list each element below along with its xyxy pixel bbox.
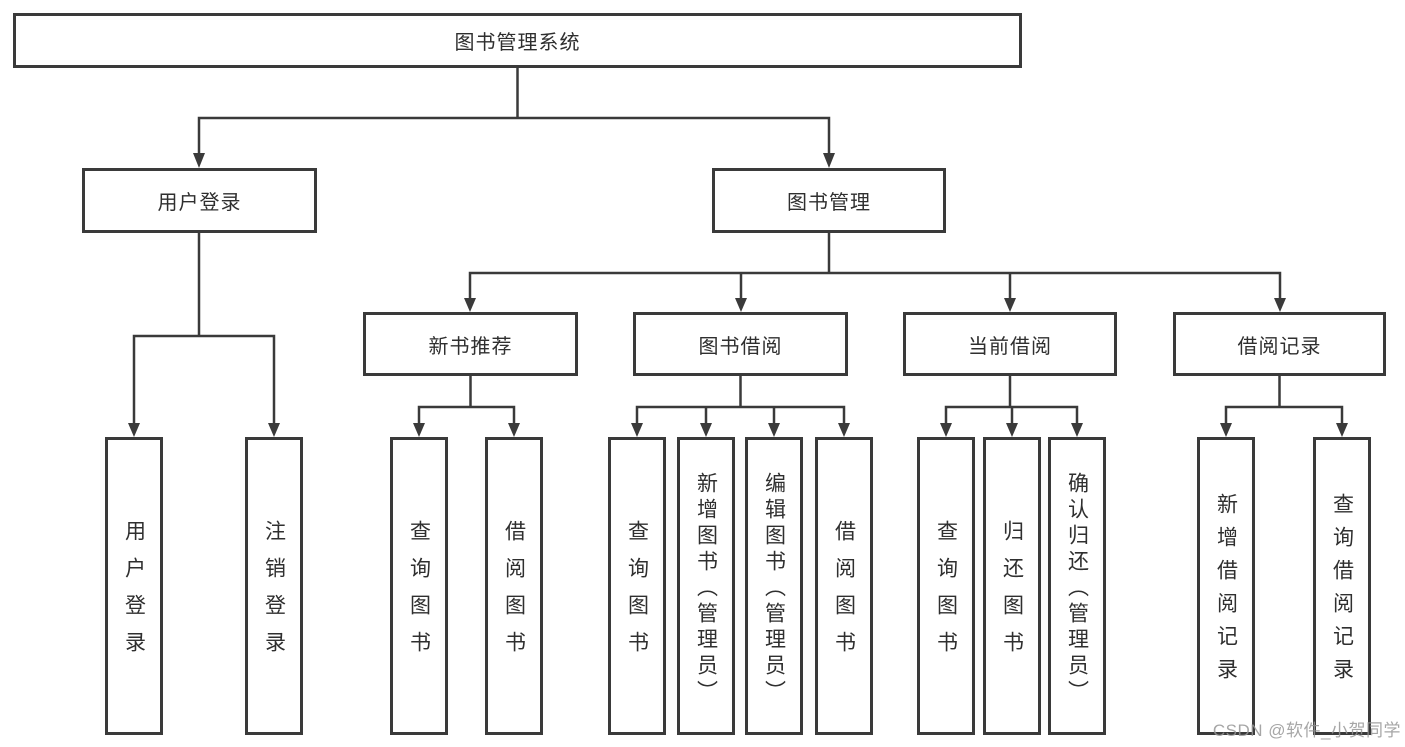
node-borrow-records: 借阅记录 — [1173, 312, 1386, 376]
node-new-book-recommend: 新书推荐 — [363, 312, 578, 376]
connector-user-login-to-leaves — [128, 233, 280, 437]
node-user-login: 用户登录 — [82, 168, 317, 233]
node-label: 图书管理 — [787, 192, 871, 214]
node-label: 确认归还（管理员） — [1065, 471, 1089, 706]
node-label: 编辑图书（管理员） — [762, 471, 786, 706]
node-label: 查询图书 — [407, 520, 431, 668]
connector-book-management-to-level3 — [464, 233, 1286, 312]
connector-root-to-level2 — [193, 68, 835, 168]
node-current-confirm-return-admin: 确认归还（管理员） — [1048, 437, 1106, 735]
node-label: 新增借阅记录 — [1214, 493, 1238, 691]
node-label: 查询借阅记录 — [1330, 493, 1354, 691]
connector-borrow-records-to-leaves — [1220, 376, 1348, 437]
connector-book-borrow-to-leaves — [631, 376, 850, 437]
node-label: 新增图书（管理员） — [694, 471, 718, 706]
node-current-return-books: 归还图书 — [983, 437, 1041, 735]
node-recommend-borrow-books: 借阅图书 — [485, 437, 543, 735]
connector-new-book-recommend-to-leaves — [413, 376, 520, 437]
connector-current-borrow-to-leaves — [940, 376, 1083, 437]
watermark: CSDN @软件_小贺同学 — [1212, 721, 1401, 740]
node-label: 注销登录 — [262, 520, 286, 668]
node-label: 借阅图书 — [832, 520, 856, 668]
node-recommend-query-books: 查询图书 — [390, 437, 448, 735]
node-label: 当前借阅 — [968, 335, 1052, 358]
node-records-add-record: 新增借阅记录 — [1197, 437, 1255, 735]
node-borrow-query-books: 查询图书 — [608, 437, 666, 735]
node-label: 用户登录 — [122, 520, 146, 668]
node-user-login-leaf: 用户登录 — [105, 437, 163, 735]
node-logout-leaf: 注销登录 — [245, 437, 303, 735]
node-book-management: 图书管理 — [712, 168, 946, 233]
node-records-query-record: 查询借阅记录 — [1313, 437, 1371, 735]
node-current-query-books: 查询图书 — [917, 437, 975, 735]
node-label: 用户登录 — [157, 192, 242, 214]
node-label: 借阅图书 — [502, 520, 526, 668]
node-label: 查询图书 — [625, 520, 649, 668]
node-label: 图书管理系统 — [454, 32, 581, 54]
node-label: 新书推荐 — [428, 335, 513, 358]
node-label: 图书借阅 — [698, 335, 783, 358]
node-label: 借阅记录 — [1237, 335, 1322, 358]
node-borrow-add-books-admin: 新增图书（管理员） — [677, 437, 735, 735]
node-book-borrow: 图书借阅 — [633, 312, 848, 376]
node-label: 查询图书 — [934, 520, 958, 668]
node-borrow-edit-books-admin: 编辑图书（管理员） — [745, 437, 803, 735]
node-current-borrow: 当前借阅 — [903, 312, 1117, 376]
node-label: 归还图书 — [1000, 520, 1024, 668]
node-root: 图书管理系统 — [13, 13, 1022, 68]
node-borrow-borrow-books: 借阅图书 — [815, 437, 873, 735]
